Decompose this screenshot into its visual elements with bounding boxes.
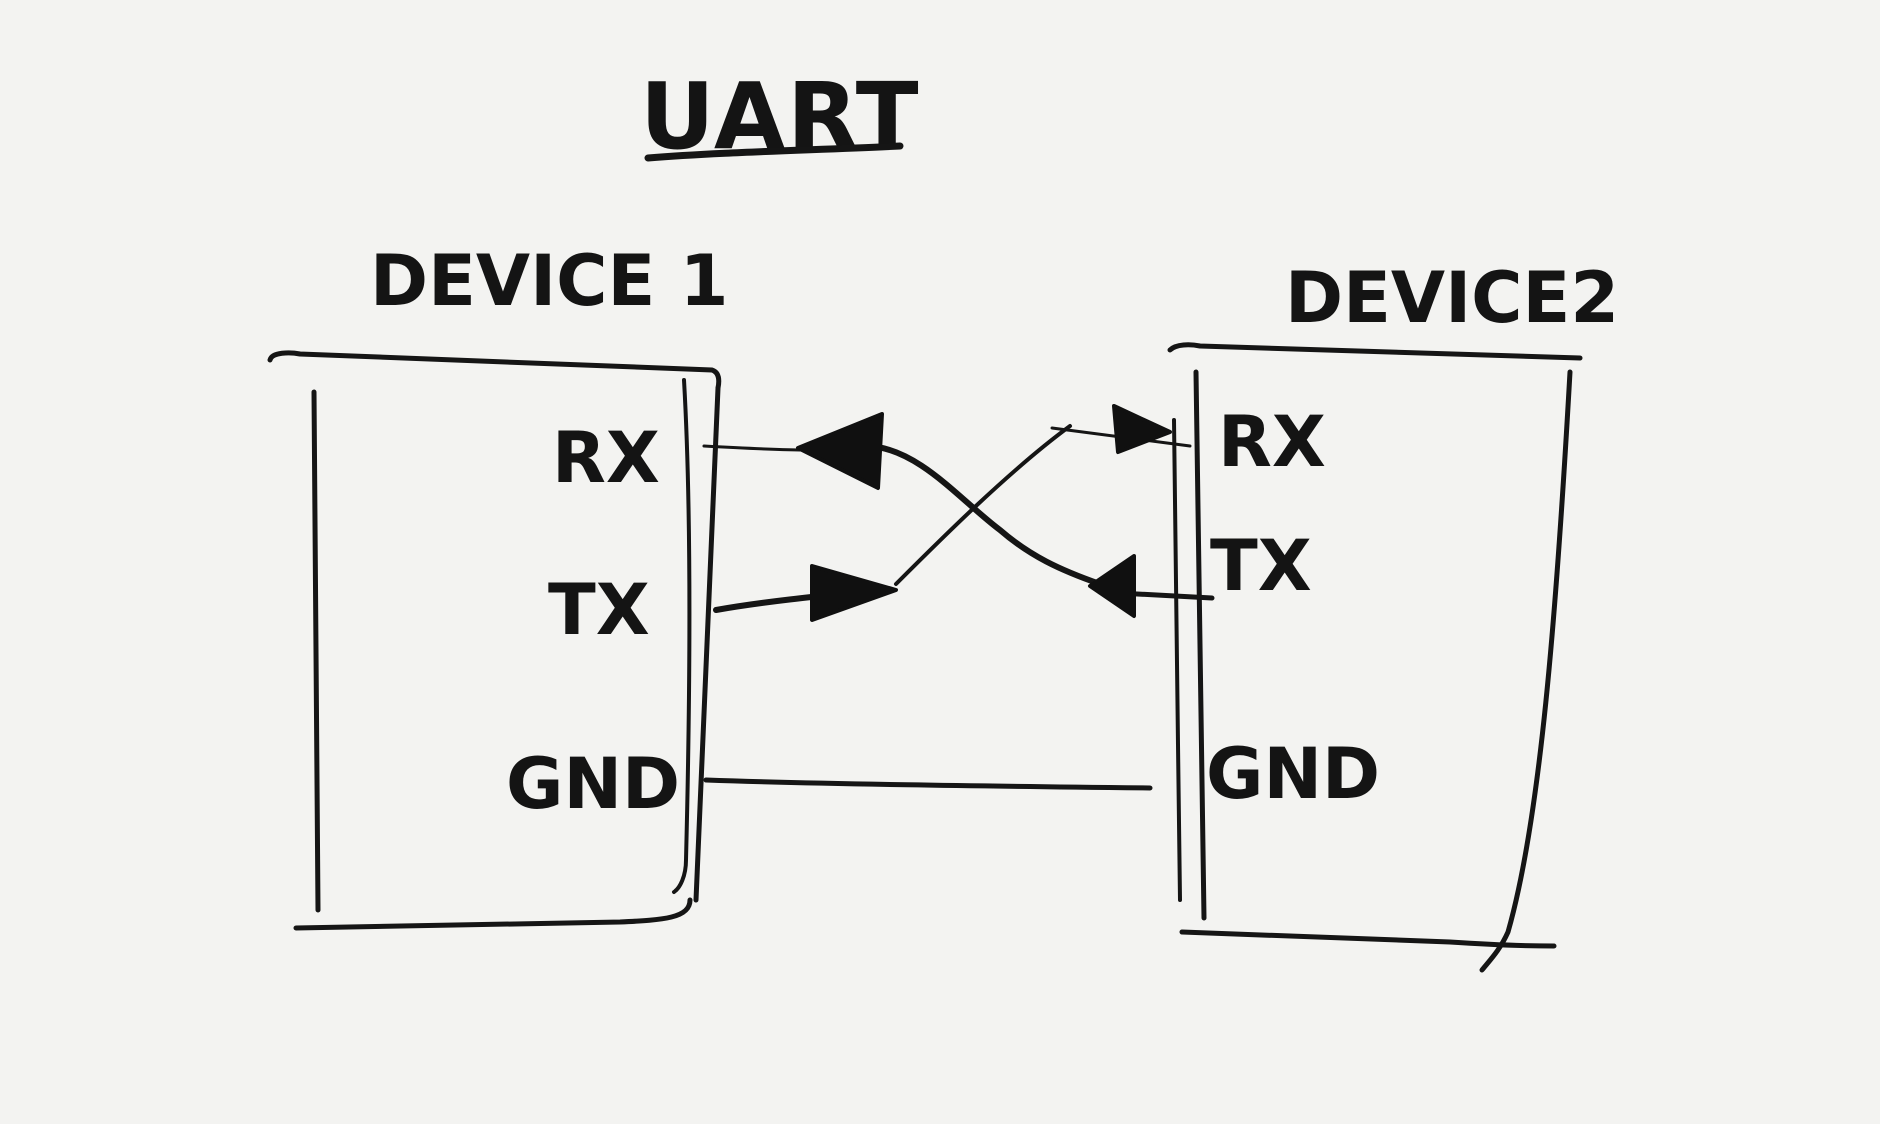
device1-tx-label: TX	[548, 569, 650, 651]
arrow-tx2	[1088, 554, 1136, 618]
wire-gnd	[703, 777, 1153, 791]
wire-tx1-to-rx2	[713, 404, 1192, 622]
device1-box	[267, 350, 722, 931]
device2-rx-label: RX	[1218, 401, 1326, 483]
device2-gnd-label: GND	[1206, 733, 1380, 815]
wire-tx2-to-rx1	[702, 412, 1215, 618]
device2-box	[1167, 342, 1583, 973]
device1-label: DEVICE 1	[370, 240, 728, 322]
device1-gnd-label: GND	[506, 743, 680, 825]
title-underline	[644, 142, 904, 162]
device1-rx-label: RX	[552, 417, 660, 499]
device2-tx-label: TX	[1210, 525, 1312, 607]
arrow-rx2	[1112, 404, 1172, 454]
arrow-tx1	[810, 564, 898, 622]
device2-label: DEVICE2	[1285, 257, 1619, 339]
arrow-rx1	[796, 412, 884, 490]
